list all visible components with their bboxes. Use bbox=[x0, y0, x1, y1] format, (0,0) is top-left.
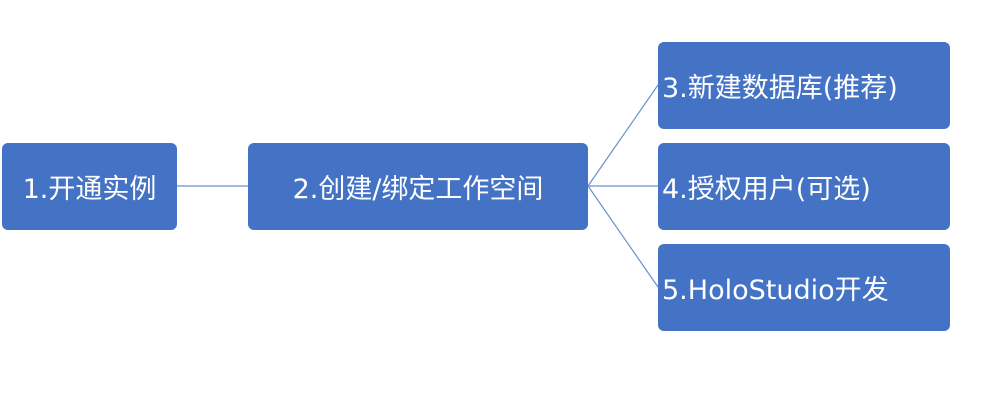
step-5-node: 5.HoloStudio开发 bbox=[658, 244, 950, 331]
step-4-label: 4.授权用户(可选) bbox=[662, 174, 871, 205]
step-3-node: 3.新建数据库(推荐) bbox=[658, 42, 950, 129]
step-1-label: 1.开通实例 bbox=[22, 174, 157, 205]
connector-n2-n3 bbox=[587, 84, 659, 187]
connector-n2-n5 bbox=[587, 185, 659, 288]
step-2-label: 2.创建/绑定工作空间 bbox=[292, 174, 544, 205]
step-2-node: 2.创建/绑定工作空间 bbox=[248, 143, 588, 230]
step-5-label: 5.HoloStudio开发 bbox=[662, 275, 889, 306]
step-1-node: 1.开通实例 bbox=[2, 143, 177, 230]
step-4-node: 4.授权用户(可选) bbox=[658, 143, 950, 230]
step-3-label: 3.新建数据库(推荐) bbox=[662, 73, 898, 104]
